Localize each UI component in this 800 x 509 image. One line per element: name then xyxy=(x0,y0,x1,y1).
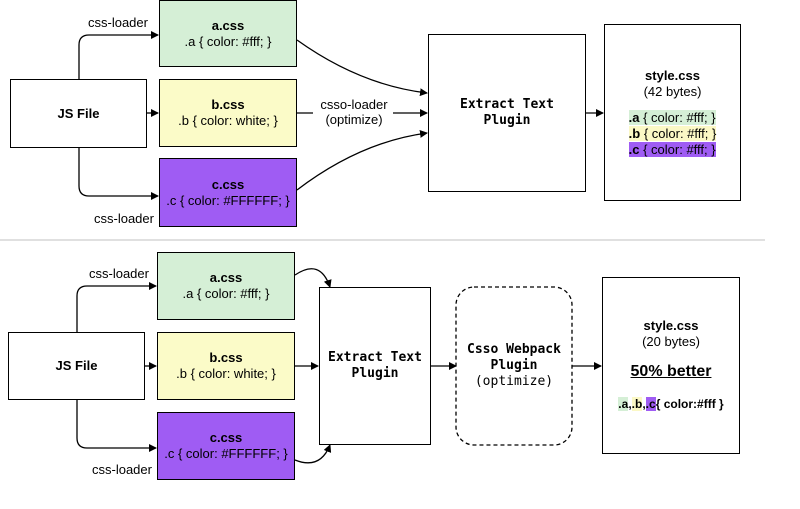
extract-text-plugin-bottom: Extract Text Plugin xyxy=(319,287,431,445)
csso-plugin-box xyxy=(455,286,573,446)
edge-c-to-extract-top xyxy=(296,129,428,191)
edge-js-to-a-bottom xyxy=(76,282,157,332)
b-css-rule: .b { color: white; } xyxy=(176,366,276,381)
a-css-node-bottom: a.css .a { color: #fff; } xyxy=(157,252,295,320)
js-file-node-bottom: JS File xyxy=(8,332,145,400)
a-css-rule: .a { color: #fff; } xyxy=(182,286,270,301)
extract-text-plugin-top: Extract Text Plugin xyxy=(428,34,586,192)
css-loader-label-bottom-c: css-loader xyxy=(92,462,152,477)
b-css-rule: .b { color: white; } xyxy=(178,113,278,128)
a-css-rule: .a { color: #fff; } xyxy=(184,33,272,49)
output-rules: .a { color: #fff; } .b { color: #fff; } … xyxy=(628,110,717,158)
output-rule-c-selector: .c xyxy=(628,142,640,157)
output-rule-a-selector: .a xyxy=(628,110,640,125)
edge-js-to-c-top xyxy=(78,148,159,200)
b-css-filename: b.css xyxy=(209,350,243,365)
b-css-node-top: b.css .b { color: white; } xyxy=(159,79,297,147)
minified-comma-1: , xyxy=(628,397,632,411)
output-title: style.css xyxy=(645,68,700,83)
c-css-filename: c.css xyxy=(209,430,243,445)
a-css-node-top: a.css .a { color: #fff; } xyxy=(159,0,297,67)
output-rule-b-body: { color: #fff; } xyxy=(640,126,717,141)
extract-text-line2: Plugin xyxy=(351,366,399,381)
output-rule-c-body: { color: #fff; } xyxy=(639,142,716,157)
output-size: (42 bytes) xyxy=(643,84,702,99)
output-size: (20 bytes) xyxy=(642,334,700,349)
output-rule-b-selector: .b xyxy=(628,126,641,141)
edge-js-to-c-bottom xyxy=(76,400,157,452)
c-css-node-bottom: c.css .c { color: #FFFFFF; } xyxy=(157,412,295,480)
a-css-filename: a.css xyxy=(211,17,245,33)
style-css-output-bottom: style.css (20 bytes) 50% better .a,.b,.c… xyxy=(602,277,740,454)
js-file-label: JS File xyxy=(55,358,98,373)
output-rule-a: .a { color: #fff; } xyxy=(628,110,717,126)
style-css-output-top: style.css (42 bytes) .a { color: #fff; }… xyxy=(604,24,741,201)
edge-a-to-extract-top xyxy=(296,39,428,97)
csso-webpack-plugin-node: Csso Webpack Plugin (optimize) xyxy=(456,287,572,445)
csso-loader-text: csso-loader xyxy=(320,97,388,112)
edge-js-to-a-top xyxy=(78,31,159,79)
c-css-filename: c.css xyxy=(211,176,245,192)
output-title: style.css xyxy=(643,318,699,333)
csso-plugin-line2: Plugin xyxy=(490,358,538,373)
c-css-rule: .c { color: #FFFFFF; } xyxy=(164,446,288,461)
output-rule-a-body: { color: #fff; } xyxy=(639,110,716,125)
css-loader-label-top-c: css-loader xyxy=(94,211,154,226)
minified-selector-a: .a xyxy=(618,397,629,411)
csso-loader-label: csso-loader (optimize) xyxy=(314,97,394,127)
js-file-node-top: JS File xyxy=(10,79,147,148)
a-css-filename: a.css xyxy=(209,270,243,285)
minified-selector-c: .c xyxy=(645,397,656,411)
minified-rule-body: { color:#fff } xyxy=(655,397,724,411)
edge-a-to-extract-bottom xyxy=(294,268,332,288)
output-rule-b: .b { color: #fff; } xyxy=(628,126,717,142)
c-css-node-top: c.css .c { color: #FFFFFF; } xyxy=(159,158,297,227)
minified-comma-2: , xyxy=(642,397,646,411)
improvement-label: 50% better xyxy=(630,363,712,380)
minified-selector-b: .b xyxy=(631,397,643,411)
css-loader-label-top-a: css-loader xyxy=(88,15,148,30)
output-rule-c: .c { color: #fff; } xyxy=(628,142,717,158)
b-css-filename: b.css xyxy=(211,97,245,112)
csso-plugin-line1: Csso Webpack xyxy=(467,342,561,357)
csso-loader-optimize-text: (optimize) xyxy=(325,112,383,127)
extract-text-line1: Extract Text xyxy=(460,97,554,112)
minified-rule: .a,.b,.c{ color:#fff } xyxy=(618,396,724,412)
edge-c-to-extract-bottom xyxy=(294,444,332,464)
csso-plugin-line3: (optimize) xyxy=(474,374,554,389)
extract-text-line2: Plugin xyxy=(483,113,531,128)
b-css-node-bottom: b.css .b { color: white; } xyxy=(157,332,295,400)
c-css-rule: .c { color: #FFFFFF; } xyxy=(166,192,290,208)
extract-text-line1: Extract Text xyxy=(328,350,422,365)
js-file-label: JS File xyxy=(57,105,100,121)
css-loader-label-bottom-a: css-loader xyxy=(89,266,149,281)
